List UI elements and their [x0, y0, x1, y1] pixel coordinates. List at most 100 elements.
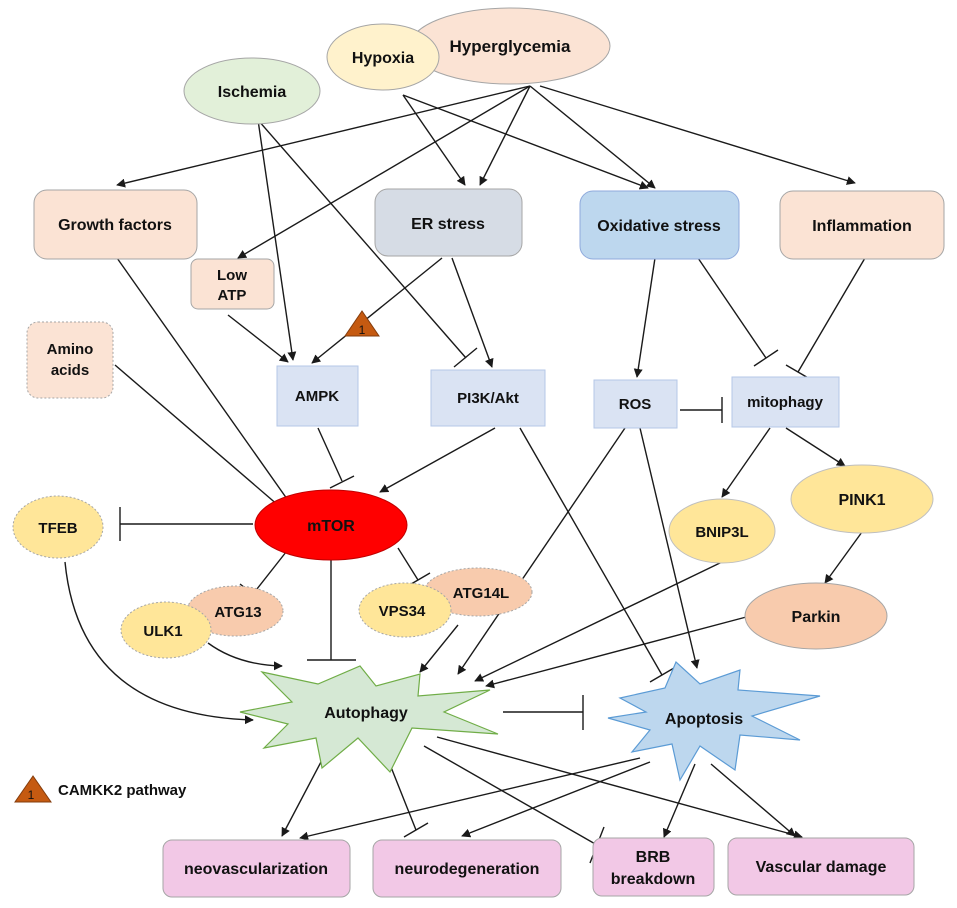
node-atg13: ATG13 — [186, 585, 284, 637]
bnip3l-label: BNIP3L — [695, 524, 748, 541]
mitophagy-label: mitophagy — [747, 394, 823, 411]
atg14l-label: ATG14L — [453, 585, 509, 602]
edge-mitophagy-bnip3l — [721, 427, 771, 498]
atg13-label: ATG13 — [214, 604, 261, 621]
edge-pi3k-apoptosis-bar — [649, 667, 675, 683]
node-hypoxia: Hypoxia — [326, 23, 440, 91]
pi3k-akt-label: PI3K/Akt — [457, 390, 519, 407]
edge-low-atp-ampk — [227, 314, 289, 363]
edge-autophagy-brb — [423, 745, 598, 846]
edge-oxidative-mitophagy-bar — [753, 349, 779, 367]
low-atp-label-line1: Low — [217, 267, 247, 284]
node-amino-acids: Amino acids — [26, 321, 114, 399]
node-mtor: mTOR — [254, 489, 408, 561]
node-apoptosis: Apoptosis — [607, 660, 821, 782]
node-growth-factors: Growth factors — [33, 189, 198, 260]
node-pi3k-akt: PI3K/Akt — [430, 369, 546, 427]
edge-tfeb-autophagy — [64, 561, 254, 725]
edge-parkin-autophagy — [485, 615, 751, 689]
edge-hyperglycemia-growth-factors — [116, 85, 531, 188]
parkin-label: Parkin — [792, 609, 841, 626]
brb-label-line2: breakdown — [611, 871, 695, 888]
amino-acids-label-line1: Amino — [47, 341, 94, 358]
low-atp-label-line2: ATP — [218, 287, 247, 304]
legend: 1 CAMKK2 pathway — [14, 775, 187, 803]
legend-marker-number: 1 — [28, 788, 35, 802]
node-inflammation: Inflammation — [779, 190, 945, 260]
edge-autophagy-vascular — [436, 736, 803, 840]
edge-er-stress-pi3k-akt — [451, 257, 494, 368]
ros-label: ROS — [619, 396, 652, 413]
pink1-label: PINK1 — [838, 492, 885, 509]
edge-oxidative-mitophagy — [697, 257, 767, 359]
edge-bnip3l-autophagy — [474, 561, 723, 682]
edge-ischemia-pi3k-akt-bar — [453, 347, 478, 368]
edge-mtor-atg13 — [252, 546, 291, 595]
edge-pink1-parkin — [824, 531, 863, 584]
edge-mtor-vps34 — [397, 547, 419, 581]
edge-ampk-mtor — [317, 427, 343, 482]
node-er-stress: ER stress — [374, 188, 523, 257]
edge-ischemia-pi3k-akt — [257, 119, 467, 359]
camkk2-marker: 1 — [344, 310, 380, 337]
legend-triangle-icon — [14, 775, 52, 803]
apoptosis-label: Apoptosis — [665, 711, 743, 728]
edge-inflammation-mitophagy — [797, 257, 866, 373]
autophagy-label: Autophagy — [324, 705, 408, 722]
edge-amino-acids-mtor — [114, 364, 287, 513]
node-hyperglycemia: Hyperglycemia — [409, 7, 611, 85]
node-atg14l: ATG14L — [423, 567, 533, 617]
edge-autophagy-neurodegeneration-bar — [403, 822, 429, 838]
edge-hyperglycemia-low-atp — [237, 85, 531, 259]
edge-hypoxia-er-stress — [402, 94, 466, 186]
edge-hyperglycemia-er-stress — [479, 85, 531, 186]
edge-ischemia-ampk — [257, 119, 297, 361]
node-pink1: PINK1 — [790, 464, 934, 534]
node-mitophagy: mitophagy — [731, 376, 840, 428]
node-tfeb: TFEB — [12, 495, 104, 559]
mtor-label: mTOR — [307, 518, 355, 535]
edge-hyperglycemia-oxidative-stress — [529, 85, 656, 189]
edge-ros-autophagy — [457, 427, 626, 675]
node-brb-breakdown: BRB breakdown — [592, 837, 715, 897]
edges — [64, 85, 866, 864]
edge-apoptosis-vascular — [710, 763, 796, 837]
tfeb-label: TFEB — [38, 520, 77, 537]
oxidative-stress-label: Oxidative stress — [597, 218, 721, 235]
edge-pi3k-mtor — [379, 427, 496, 493]
vps34-label: VPS34 — [379, 603, 426, 620]
node-oxidative-stress: Oxidative stress — [579, 190, 740, 260]
edge-ulk1-autophagy — [207, 642, 283, 671]
edge-apoptosis-neurodegeneration — [461, 761, 651, 838]
node-ischemia: Ischemia — [183, 57, 321, 125]
edge-growth-factors-mtor — [116, 257, 293, 507]
inflammation-label: Inflammation — [812, 218, 912, 235]
ampk-label: AMPK — [295, 388, 339, 405]
ischemia-label: Ischemia — [218, 84, 287, 101]
amino-acids-label-line2: acids — [51, 362, 89, 379]
edge-apoptosis-neovascularization — [299, 757, 641, 841]
edge-ampk-mtor-bar — [329, 475, 355, 489]
node-ulk1: ULK1 — [120, 601, 212, 659]
neovascularization-label: neovascularization — [184, 861, 328, 878]
node-autophagy: Autophagy — [239, 665, 499, 774]
growth-factors-label: Growth factors — [58, 217, 172, 234]
edge-hypoxia-oxidative-stress — [402, 94, 649, 190]
node-bnip3l: BNIP3L — [668, 498, 776, 564]
legend-label: CAMKK2 pathway — [58, 782, 187, 799]
edge-oxidative-ros — [633, 257, 656, 378]
node-neovascularization: neovascularization — [162, 839, 351, 898]
node-vps34: VPS34 — [358, 582, 452, 638]
er-stress-label: ER stress — [411, 216, 485, 233]
edge-vps34-autophagy — [419, 624, 459, 673]
neurodegeneration-label: neurodegeneration — [395, 861, 540, 878]
edge-hyperglycemia-inflammation — [539, 85, 856, 185]
edge-pi3k-apoptosis — [519, 427, 663, 676]
hyperglycemia-label: Hyperglycemia — [450, 37, 571, 56]
brb-label-line1: BRB — [636, 849, 671, 866]
node-ros: ROS — [593, 379, 678, 429]
node-ampk: AMPK — [276, 365, 359, 427]
edge-ros-apoptosis — [639, 427, 700, 669]
node-vascular-damage: Vascular damage — [727, 837, 915, 896]
node-neurodegeneration: neurodegeneration — [372, 839, 562, 898]
